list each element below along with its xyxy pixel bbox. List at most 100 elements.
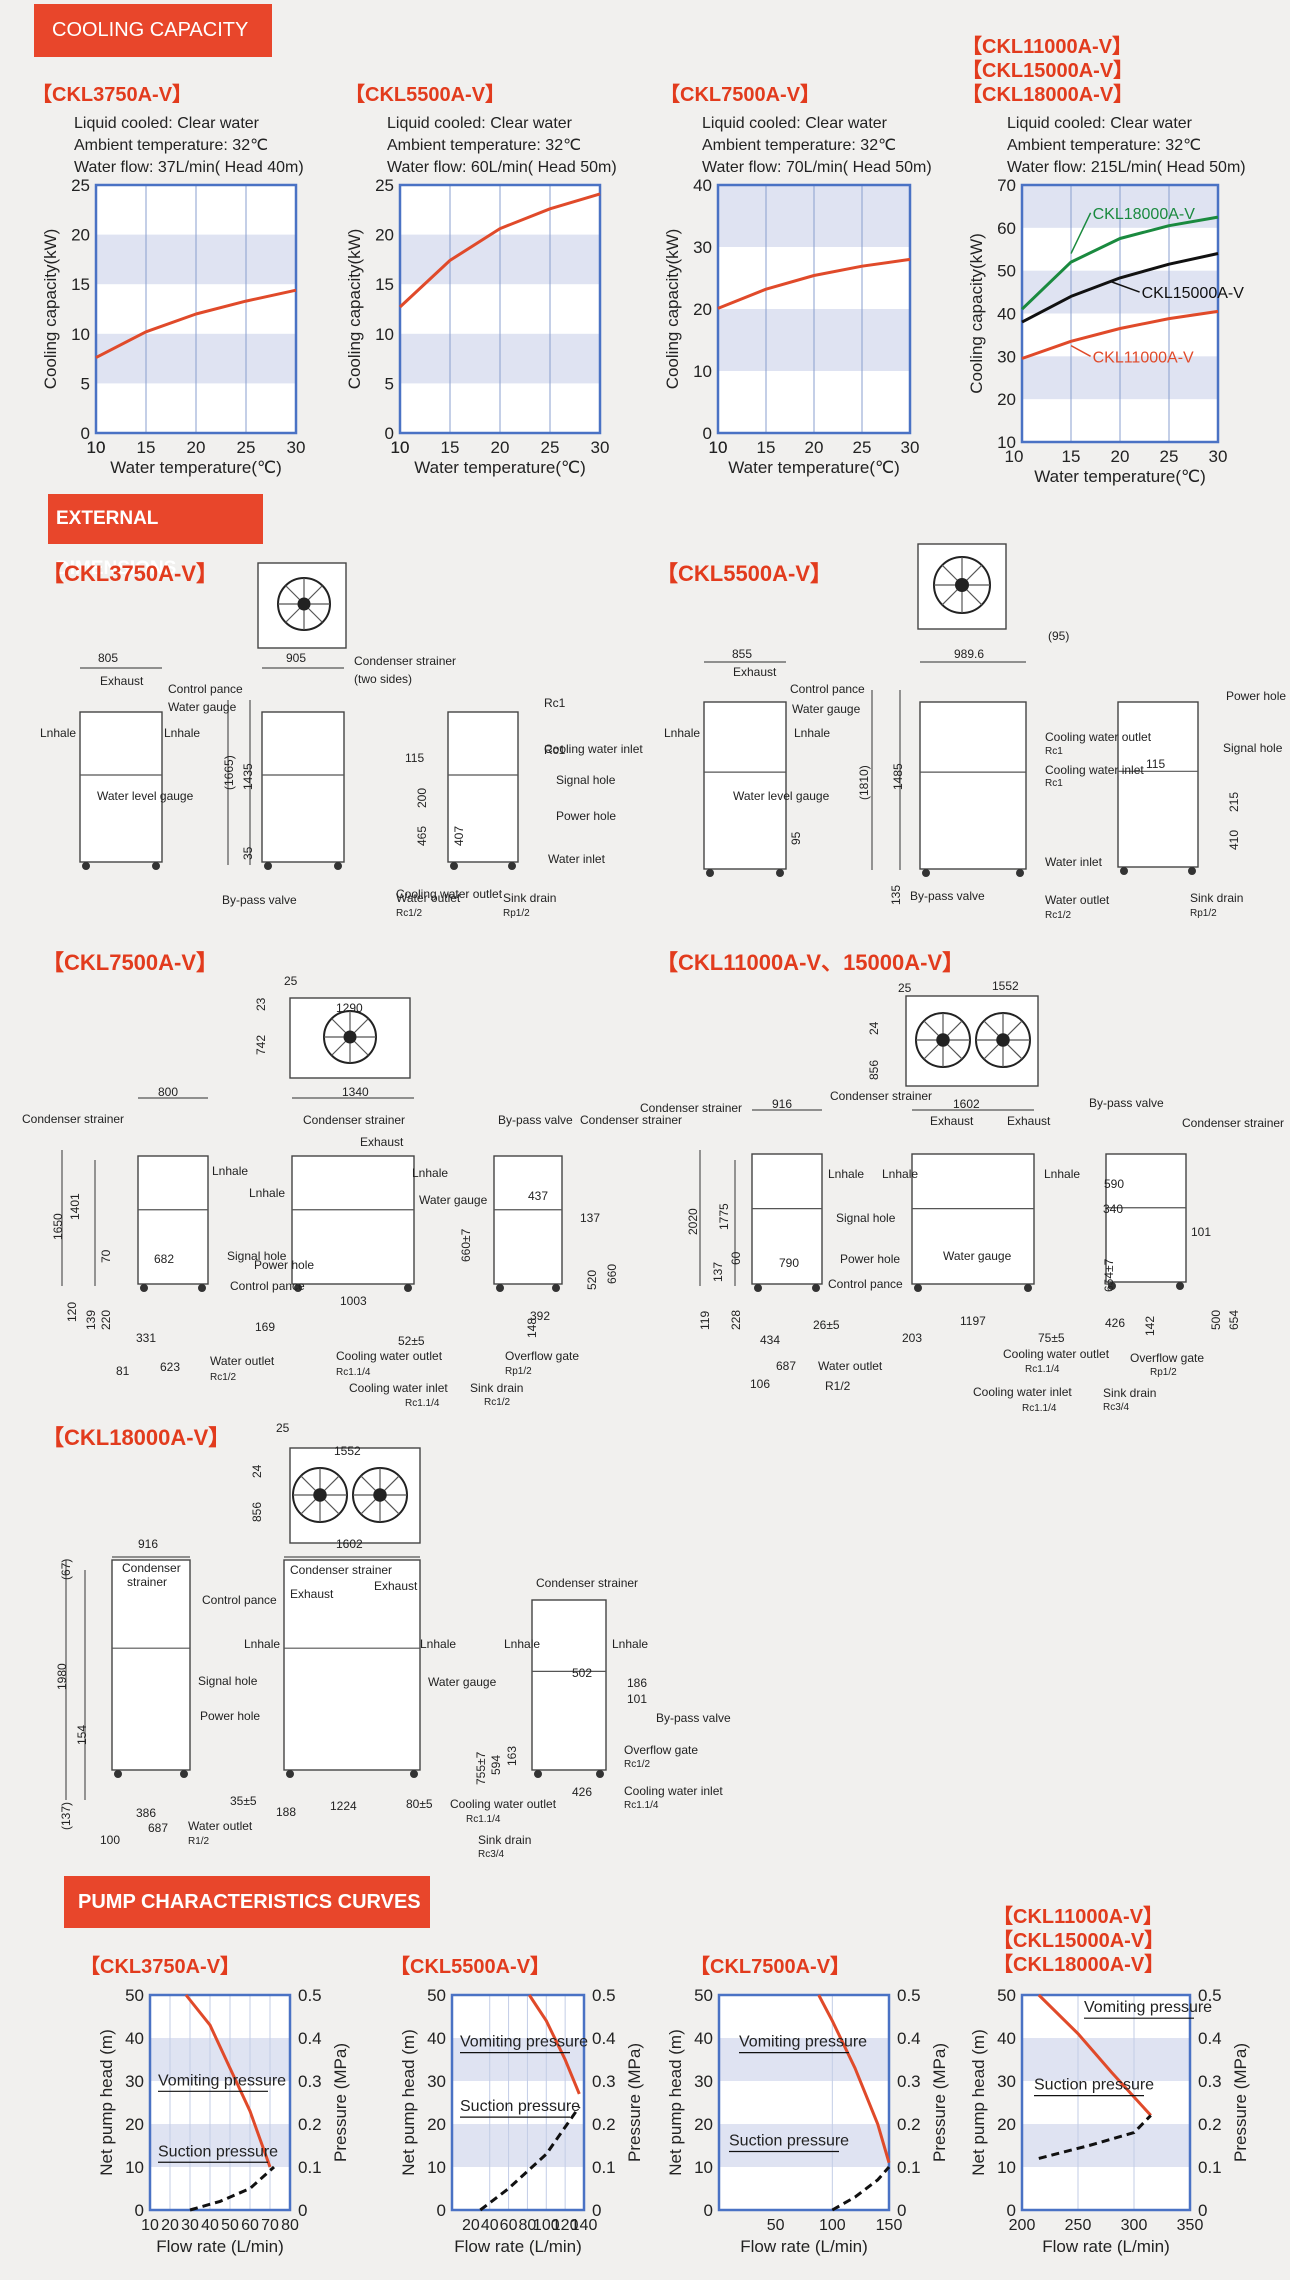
dimension-label: 148	[525, 1318, 539, 1338]
dimension-label: 520	[585, 1270, 599, 1290]
dimension-label: 755±7	[474, 1751, 488, 1785]
y2-axis-label: Pressure (MPa)	[625, 2043, 644, 2162]
dim-line	[379, 1475, 400, 1496]
dimension-label: 1435	[241, 763, 255, 790]
dimension-label: Power hole	[200, 1709, 260, 1723]
y-tick-label: 0	[704, 2201, 713, 2220]
dimension-label: Control pance	[168, 682, 243, 696]
dimension-label: Exhaust	[1007, 1114, 1051, 1128]
dimension-label: 905	[286, 651, 306, 665]
y-tick-label: 40	[997, 305, 1016, 324]
dimension-label: Lnhale	[612, 1637, 648, 1651]
series-label-leader	[1070, 344, 1091, 357]
dim-title-7500: 【CKL7500A-V】	[42, 950, 219, 975]
outline	[1117, 701, 1199, 868]
dimension-label: 154	[75, 1725, 89, 1745]
dimension-label: 24	[867, 1021, 881, 1035]
y-tick-label: 20	[997, 390, 1016, 409]
series-label: CKL15000A-V	[1142, 285, 1245, 302]
caster-icon	[404, 1284, 412, 1292]
dimension-label: 101	[1191, 1225, 1211, 1239]
dimension-label: 135	[889, 885, 903, 905]
pump-curves-banner: PUMP CHARACTERISTICS CURVES	[64, 1876, 430, 1928]
x-tick-label: 10	[709, 438, 728, 457]
x-tick-label: 15	[757, 438, 776, 457]
plot-area	[719, 1995, 889, 2210]
dim-line	[360, 1475, 381, 1496]
dimension-label: Rc1	[544, 743, 566, 757]
y-tick-label: 10	[997, 2158, 1016, 2177]
suction-pressure-label: Suction pressure	[460, 2098, 580, 2115]
suction-pressure-curve	[1038, 2114, 1152, 2160]
caster-icon	[1016, 869, 1024, 877]
y-tick-label: 30	[427, 2072, 446, 2091]
x-tick-label: 30	[287, 438, 306, 457]
dimension-label: Water outlet	[188, 1819, 253, 1833]
dimension-label: Power hole	[556, 809, 616, 823]
vomiting-pressure-label: Vomiting pressure	[158, 2072, 286, 2089]
dimension-label: Cooling water outlet	[336, 1349, 443, 1363]
series-line	[1021, 309, 1219, 360]
dim-line	[942, 1020, 963, 1041]
cooling-chart-condition: Water flow: 37L/min( Head 40m)	[74, 159, 304, 176]
vomiting-pressure-curve	[817, 1994, 891, 2164]
dimension-label: Rc1/2	[484, 1397, 511, 1408]
dimension-label: Rc1	[544, 696, 566, 710]
grid-band	[452, 2124, 584, 2167]
dimension-label: 660±7	[459, 1228, 473, 1262]
dimension-label: Power hole	[840, 1252, 900, 1266]
grid-band	[452, 2038, 584, 2081]
y-tick-label: 50	[427, 1986, 446, 2005]
x-tick-label: 30	[181, 2217, 199, 2234]
dim-line	[349, 1036, 369, 1056]
dimension-label: 1003	[340, 1294, 367, 1308]
suction-pressure-curve	[831, 2166, 891, 2212]
suction-pressure-label: Suction pressure	[158, 2143, 278, 2160]
dimension-label: Overflow gate	[624, 1743, 698, 1757]
dimension-label: Sink drain	[1103, 1386, 1156, 1400]
dimension-label: strainer	[127, 1575, 167, 1589]
x-tick-label: 150	[876, 2217, 903, 2234]
dimension-label: Sink drain	[470, 1381, 523, 1395]
grid-band	[719, 2038, 889, 2081]
dimension-label: Rc1.1/4	[336, 1367, 371, 1378]
dim-line	[349, 1018, 369, 1038]
dimension-label: 1775	[717, 1203, 731, 1230]
dimension-label: Cooling water inlet	[544, 742, 643, 756]
outline	[283, 1559, 421, 1771]
caster-icon	[1188, 867, 1196, 875]
series-line	[1020, 215, 1219, 311]
suction-pressure-label: Suction pressure	[729, 2133, 849, 2150]
dimension-label: 437	[528, 1189, 548, 1203]
caster-icon	[552, 1284, 560, 1292]
cooling-chart-title: 【CKL18000A-V】	[962, 84, 1134, 106]
x-axis-label: Water temperature(℃)	[1034, 467, 1206, 486]
y-tick-label: 10	[125, 2158, 144, 2177]
cooling-chart-condition: Ambient temperature: 32℃	[74, 137, 269, 154]
dimension-label: Water level gauge	[97, 789, 194, 803]
dimension-label: Lnhale	[828, 1167, 864, 1181]
dimension-label: By-pass valve	[656, 1711, 731, 1725]
dimension-label: 188	[276, 1805, 296, 1819]
y-tick-label: 70	[997, 176, 1016, 195]
outline	[703, 701, 787, 870]
dimension-label: By-pass valve	[498, 1113, 573, 1127]
y-tick-label: 0	[81, 424, 90, 443]
dimension-label: 331	[136, 1331, 156, 1345]
dimension-label: 392	[530, 1309, 550, 1323]
dimension-label: 500	[1209, 1310, 1223, 1330]
outline	[261, 711, 345, 863]
vomiting-pressure-curve	[528, 1994, 581, 2095]
dimension-label: Water gauge	[943, 1249, 1012, 1263]
dimension-label: Condenser strainer	[640, 1101, 742, 1115]
fan-hub	[373, 1488, 387, 1502]
caster-icon	[286, 1770, 294, 1778]
y-axis-label: Cooling capacity(kW)	[663, 229, 682, 390]
x-tick-label: 250	[1065, 2217, 1092, 2234]
dimension-label: Exhaust	[290, 1587, 334, 1601]
